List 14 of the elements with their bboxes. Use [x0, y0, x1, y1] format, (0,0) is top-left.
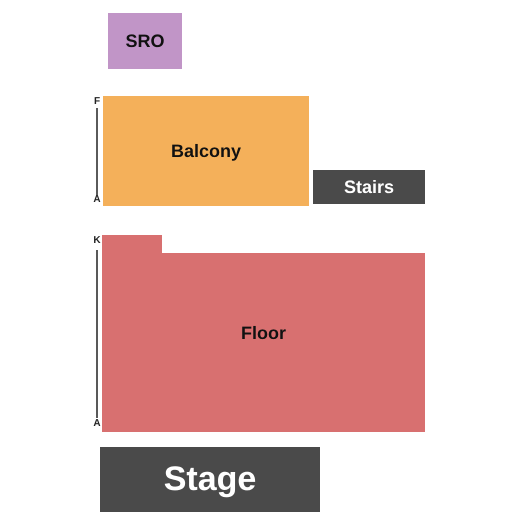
row-letter: F — [92, 96, 102, 107]
row-letter: K — [92, 235, 102, 246]
stage-block — [100, 447, 320, 512]
section-block — [108, 13, 182, 69]
section-block — [103, 96, 309, 206]
section-label: Balcony — [170, 140, 242, 162]
stairs-block — [313, 170, 425, 204]
stage-label: Stage — [164, 460, 256, 499]
section-block — [102, 235, 425, 432]
section-label: SRO — [125, 30, 164, 52]
stairs-label: Stairs — [344, 176, 394, 198]
section-label: Floor — [241, 323, 286, 344]
row-letter: A — [92, 194, 102, 205]
row-letter: A — [92, 418, 102, 429]
